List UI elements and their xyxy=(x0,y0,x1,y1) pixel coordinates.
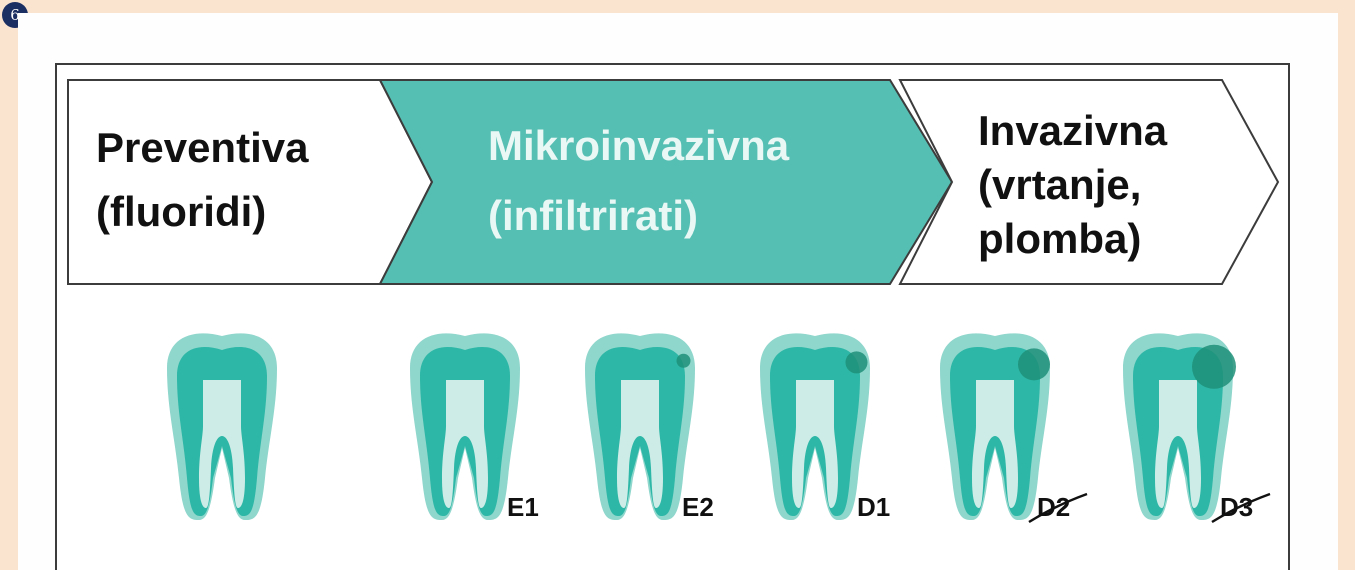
stage-3-line3: plomba) xyxy=(978,215,1141,262)
tooth-5 xyxy=(940,333,1050,520)
caries-lesion xyxy=(1192,345,1236,389)
tooth-label-e1: E1 xyxy=(507,492,539,522)
tooth-label-d1: D1 xyxy=(857,492,890,522)
tooth-4 xyxy=(760,333,870,520)
stage-2-title: Mikroinvazivna xyxy=(488,122,790,169)
caries-lesion xyxy=(846,351,868,373)
tooth-label-e2: E2 xyxy=(682,492,714,522)
tooth-1 xyxy=(167,333,277,520)
stage-arrow-mikroinvazivna xyxy=(380,80,952,284)
tooth-3 xyxy=(585,333,695,520)
stage-2-subtitle: (infiltrirati) xyxy=(488,192,698,239)
caries-lesion xyxy=(1018,348,1050,380)
stage-3-line2: (vrtanje, xyxy=(978,161,1141,208)
caries-lesion xyxy=(677,354,691,368)
stage-1-title: Preventiva xyxy=(96,124,309,171)
stage-3-title: Invazivna xyxy=(978,107,1168,154)
tooth-2 xyxy=(410,333,520,520)
stage-arrow-preventiva xyxy=(68,80,432,284)
stage-1-subtitle: (fluoridi) xyxy=(96,188,266,235)
